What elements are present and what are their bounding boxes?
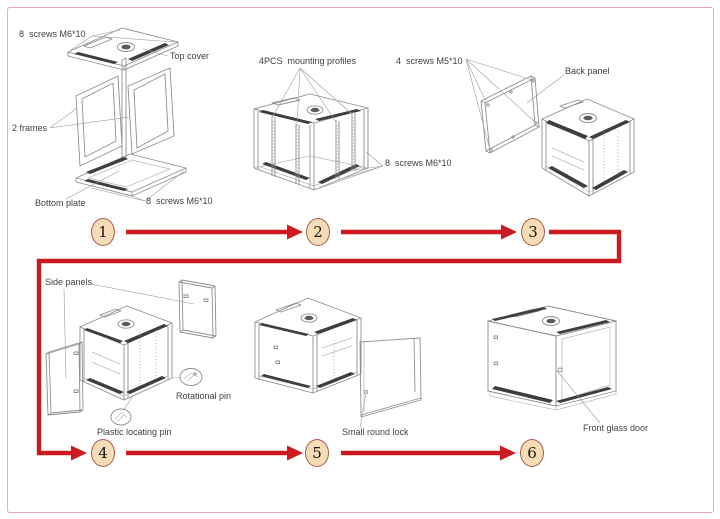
arrowhead-step4 — [71, 445, 87, 461]
step4-leader-lines — [63, 283, 195, 379]
step-number: 4 — [98, 444, 108, 462]
label-rotational-pin: Rotational pin — [176, 391, 232, 401]
step-badge-2: 2 — [306, 218, 330, 246]
step-badge-6: 6 — [520, 439, 544, 467]
label-step1-screws-top: 8 screws M6*10 — [19, 29, 86, 39]
label-side-panels: Side panels — [45, 277, 93, 287]
label-top-cover: Top cover — [170, 51, 210, 61]
right-side-panel-part — [178, 279, 217, 339]
step-number: 6 — [527, 444, 537, 462]
arrowhead-step2 — [287, 224, 303, 240]
label-small-round-lock: Small round lock — [342, 427, 409, 437]
step1-exploded-frame-drawing — [49, 27, 187, 202]
step4-side-panels-drawing — [45, 279, 217, 426]
cabinet-body — [254, 297, 362, 394]
two-frames-part — [75, 57, 175, 167]
label-mounting-profiles: 4PCS mounting profiles — [259, 56, 357, 66]
step6-front-door-drawing — [487, 305, 617, 424]
step-number: 5 — [312, 444, 322, 462]
step5-leader-lines — [359, 392, 367, 429]
arrowhead-step3 — [501, 224, 517, 240]
step2-mounting-profiles-drawing — [253, 67, 384, 191]
step-badge-3: 3 — [521, 218, 545, 246]
top-cover-part — [67, 27, 179, 71]
step-badge-4: 4 — [91, 439, 115, 467]
step3-back-panel-drawing — [465, 58, 635, 197]
step1-leader-lines — [49, 29, 185, 202]
label-front-glass-door: Front glass door — [583, 423, 649, 433]
cabinet-body — [79, 305, 173, 401]
label-step2-screws: 8 screws M6*10 — [385, 158, 452, 168]
back-panel-part — [480, 75, 540, 154]
step-number: 3 — [528, 223, 538, 241]
step5-lock-drawing — [254, 297, 422, 429]
step-number: 2 — [313, 223, 323, 241]
arrowhead-step6 — [500, 445, 516, 461]
glass-door-open-part — [359, 337, 422, 418]
assembled-cabinet — [487, 305, 617, 411]
step6-leader-lines — [556, 370, 601, 424]
arrowhead-step5 — [287, 445, 303, 461]
mounting-profiles — [271, 112, 356, 185]
step3-leader-lines — [465, 58, 565, 151]
label-step1-screws-bottom: 8 screws M6*10 — [146, 196, 213, 206]
label-bottom-plate: Bottom plate — [35, 198, 86, 208]
left-side-panel-part — [45, 341, 84, 416]
step-badge-1: 1 — [91, 218, 115, 246]
label-step3-screws: 4 screws M5*10 — [396, 56, 463, 66]
rotational-pin-detail — [171, 368, 203, 386]
arrow-step3-to-step4-wrap — [36, 229, 622, 456]
step2-leader-lines — [271, 67, 384, 189]
label-plastic-locating-pin: Plastic locating pin — [97, 427, 172, 437]
cabinet-body — [541, 98, 635, 197]
step-badge-5: 5 — [305, 439, 329, 467]
label-back-panel: Back panel — [565, 66, 610, 76]
locating-pin-detail — [110, 395, 134, 426]
bottom-plate-part — [75, 153, 187, 197]
step-number: 1 — [98, 223, 108, 241]
label-two-frames: 2 frames — [12, 123, 48, 133]
